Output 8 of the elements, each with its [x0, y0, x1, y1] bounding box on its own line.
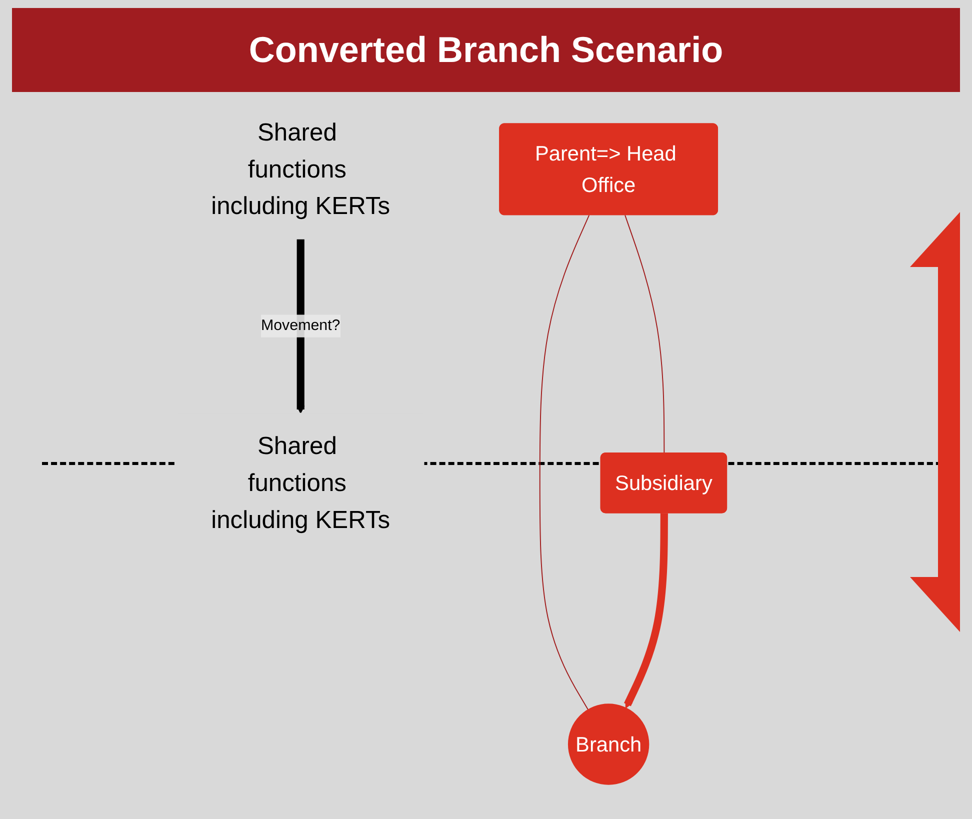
connector [624, 214, 665, 454]
arrow [624, 513, 668, 708]
title-banner: Converted Branch Scenario [12, 8, 960, 92]
edge-label: Movement? [261, 318, 340, 334]
node-circle: Branch [568, 704, 650, 785]
node-text: Shared functions including KERTs [211, 118, 390, 220]
arrow [296, 238, 305, 414]
connector [539, 214, 590, 710]
